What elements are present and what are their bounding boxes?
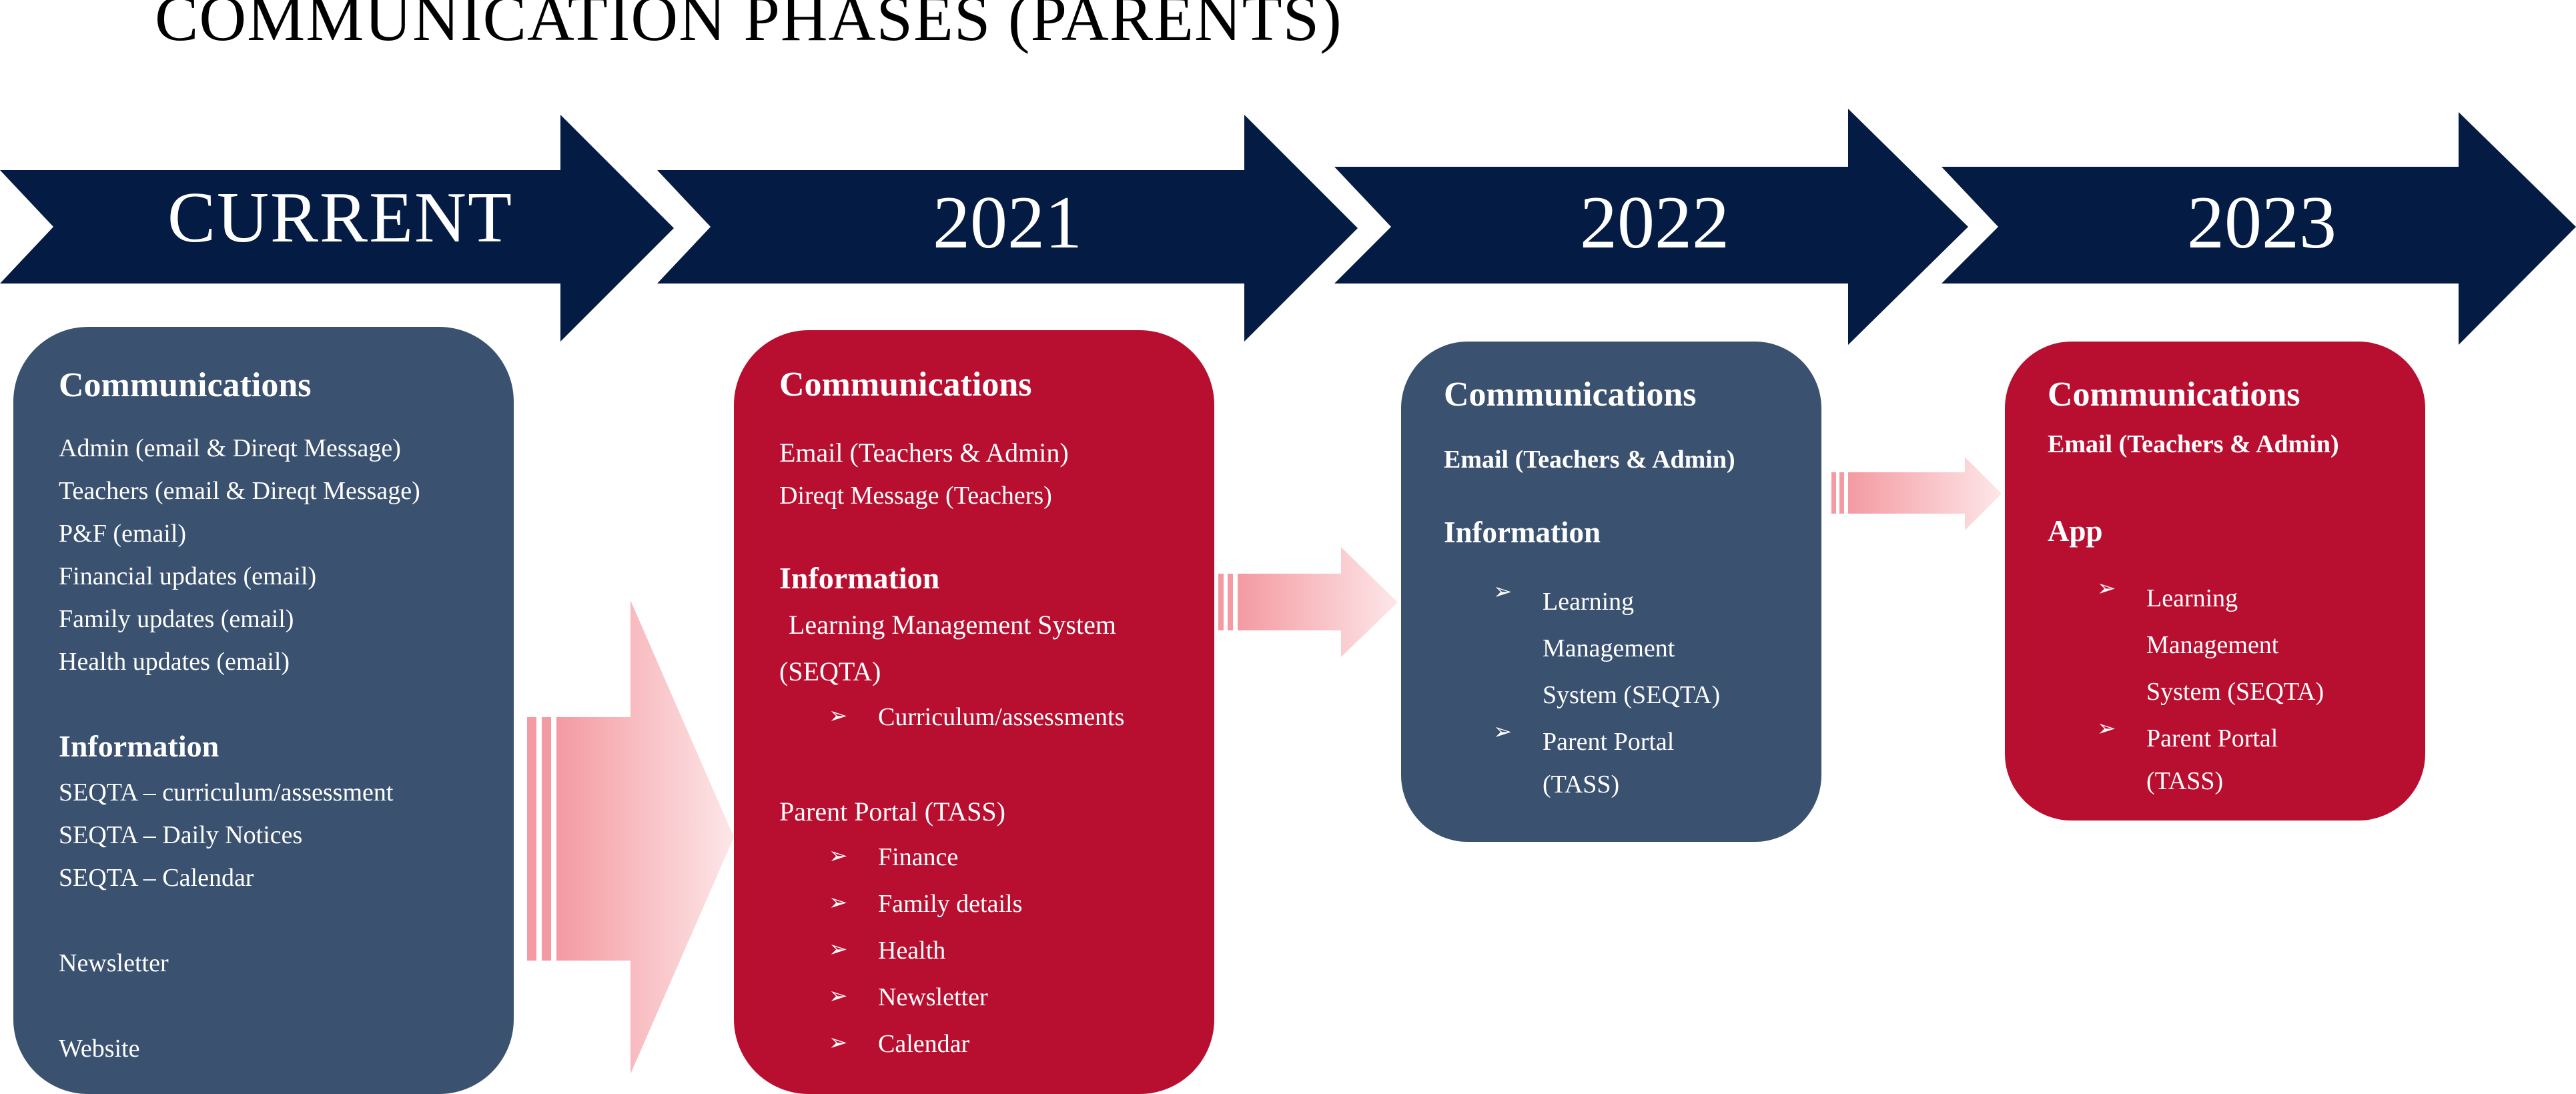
connector-arrow-current-2021 — [527, 600, 734, 1074]
card-2022-communications-heading: Communications — [1444, 376, 1697, 414]
card-current-comm-item: Admin (email & Direqt Message) — [59, 434, 401, 462]
card-current-comm-item: Family updates (email) — [59, 605, 294, 633]
card-2023-communications-heading: Communications — [2048, 376, 2300, 414]
bullet-arrow-icon: ➢ — [829, 889, 848, 916]
card-2021-lms-line: (SEQTA) — [779, 656, 881, 686]
bullet-arrow-icon: ➢ — [829, 1029, 848, 1056]
phase-label-2021: 2021 — [933, 181, 1082, 264]
bullet-arrow-icon: ➢ — [829, 843, 848, 869]
phase-label-2022: 2022 — [1580, 181, 1729, 264]
connector-arrow-2021-2022 — [1218, 547, 1398, 657]
card-2021-information-heading: Information — [779, 561, 940, 595]
phase-arrow-2021 — [657, 115, 1358, 342]
card-2023: Communications Email (Teachers & Admin) … — [2005, 342, 2425, 820]
card-current: Communications Admin (email & Direqt Mes… — [13, 327, 514, 1094]
card-2023-app-heading: App — [2048, 514, 2103, 548]
card-current-comm-item: Teachers (email & Direqt Message) — [59, 477, 420, 505]
card-2023-comm-item: Email (Teachers & Admin) — [2048, 430, 2339, 458]
card-2021: Communications Email (Teachers & Admin) … — [734, 330, 1214, 1094]
phase-label-current: CURRENT — [167, 178, 514, 257]
card-2022-information-heading: Information — [1444, 516, 1601, 549]
card-current-website: Website — [59, 1035, 140, 1063]
bullet-arrow-icon: ➢ — [829, 936, 848, 963]
card-current-newsletter: Newsletter — [59, 949, 169, 977]
card-current-info-item: SEQTA – Daily Notices — [59, 821, 303, 849]
card-current-comm-item: Financial updates (email) — [59, 562, 317, 590]
bullet-arrow-icon: ➢ — [2097, 575, 2116, 602]
card-current-communications-heading: Communications — [59, 366, 312, 404]
card-current-comm-item: Health updates (email) — [59, 648, 290, 676]
card-2021-portal-heading: Parent Portal (TASS) — [779, 796, 1005, 827]
card-2021-comm-item: Direqt Message (Teachers) — [779, 482, 1052, 510]
bullet-arrow-icon: ➢ — [829, 702, 848, 729]
card-2022-comm-item: Email (Teachers & Admin) — [1444, 446, 1735, 474]
connector-arrow-2022-2023 — [1831, 457, 2002, 530]
card-2021-communications-heading: Communications — [779, 366, 1032, 404]
bullet-arrow-icon: ➢ — [1493, 718, 1513, 745]
card-2022: Communications Email (Teachers & Admin) … — [1401, 342, 1821, 842]
card-current-info-item: SEQTA – curriculum/assessment — [59, 778, 394, 806]
bullet-arrow-icon: ➢ — [2097, 715, 2116, 742]
card-2021-comm-item: Email (Teachers & Admin) — [779, 438, 1069, 468]
card-current-information-heading: Information — [59, 729, 220, 763]
page-title: COMMUNICATION PHASES (PARENTS) — [155, 0, 1342, 55]
phase-arrow-2023 — [1942, 112, 2576, 345]
bullet-arrow-icon: ➢ — [1493, 578, 1513, 605]
bullet-arrow-icon: ➢ — [829, 983, 848, 1009]
phase-arrow-current — [0, 115, 674, 342]
phase-label-2023: 2023 — [2187, 181, 2336, 264]
card-current-comm-item: P&F (email) — [59, 520, 187, 548]
card-2021-lms-line: Learning Management System — [789, 610, 1116, 640]
phase-arrow-2022 — [1334, 109, 1968, 345]
card-current-info-item: SEQTA – Calendar — [59, 864, 254, 892]
